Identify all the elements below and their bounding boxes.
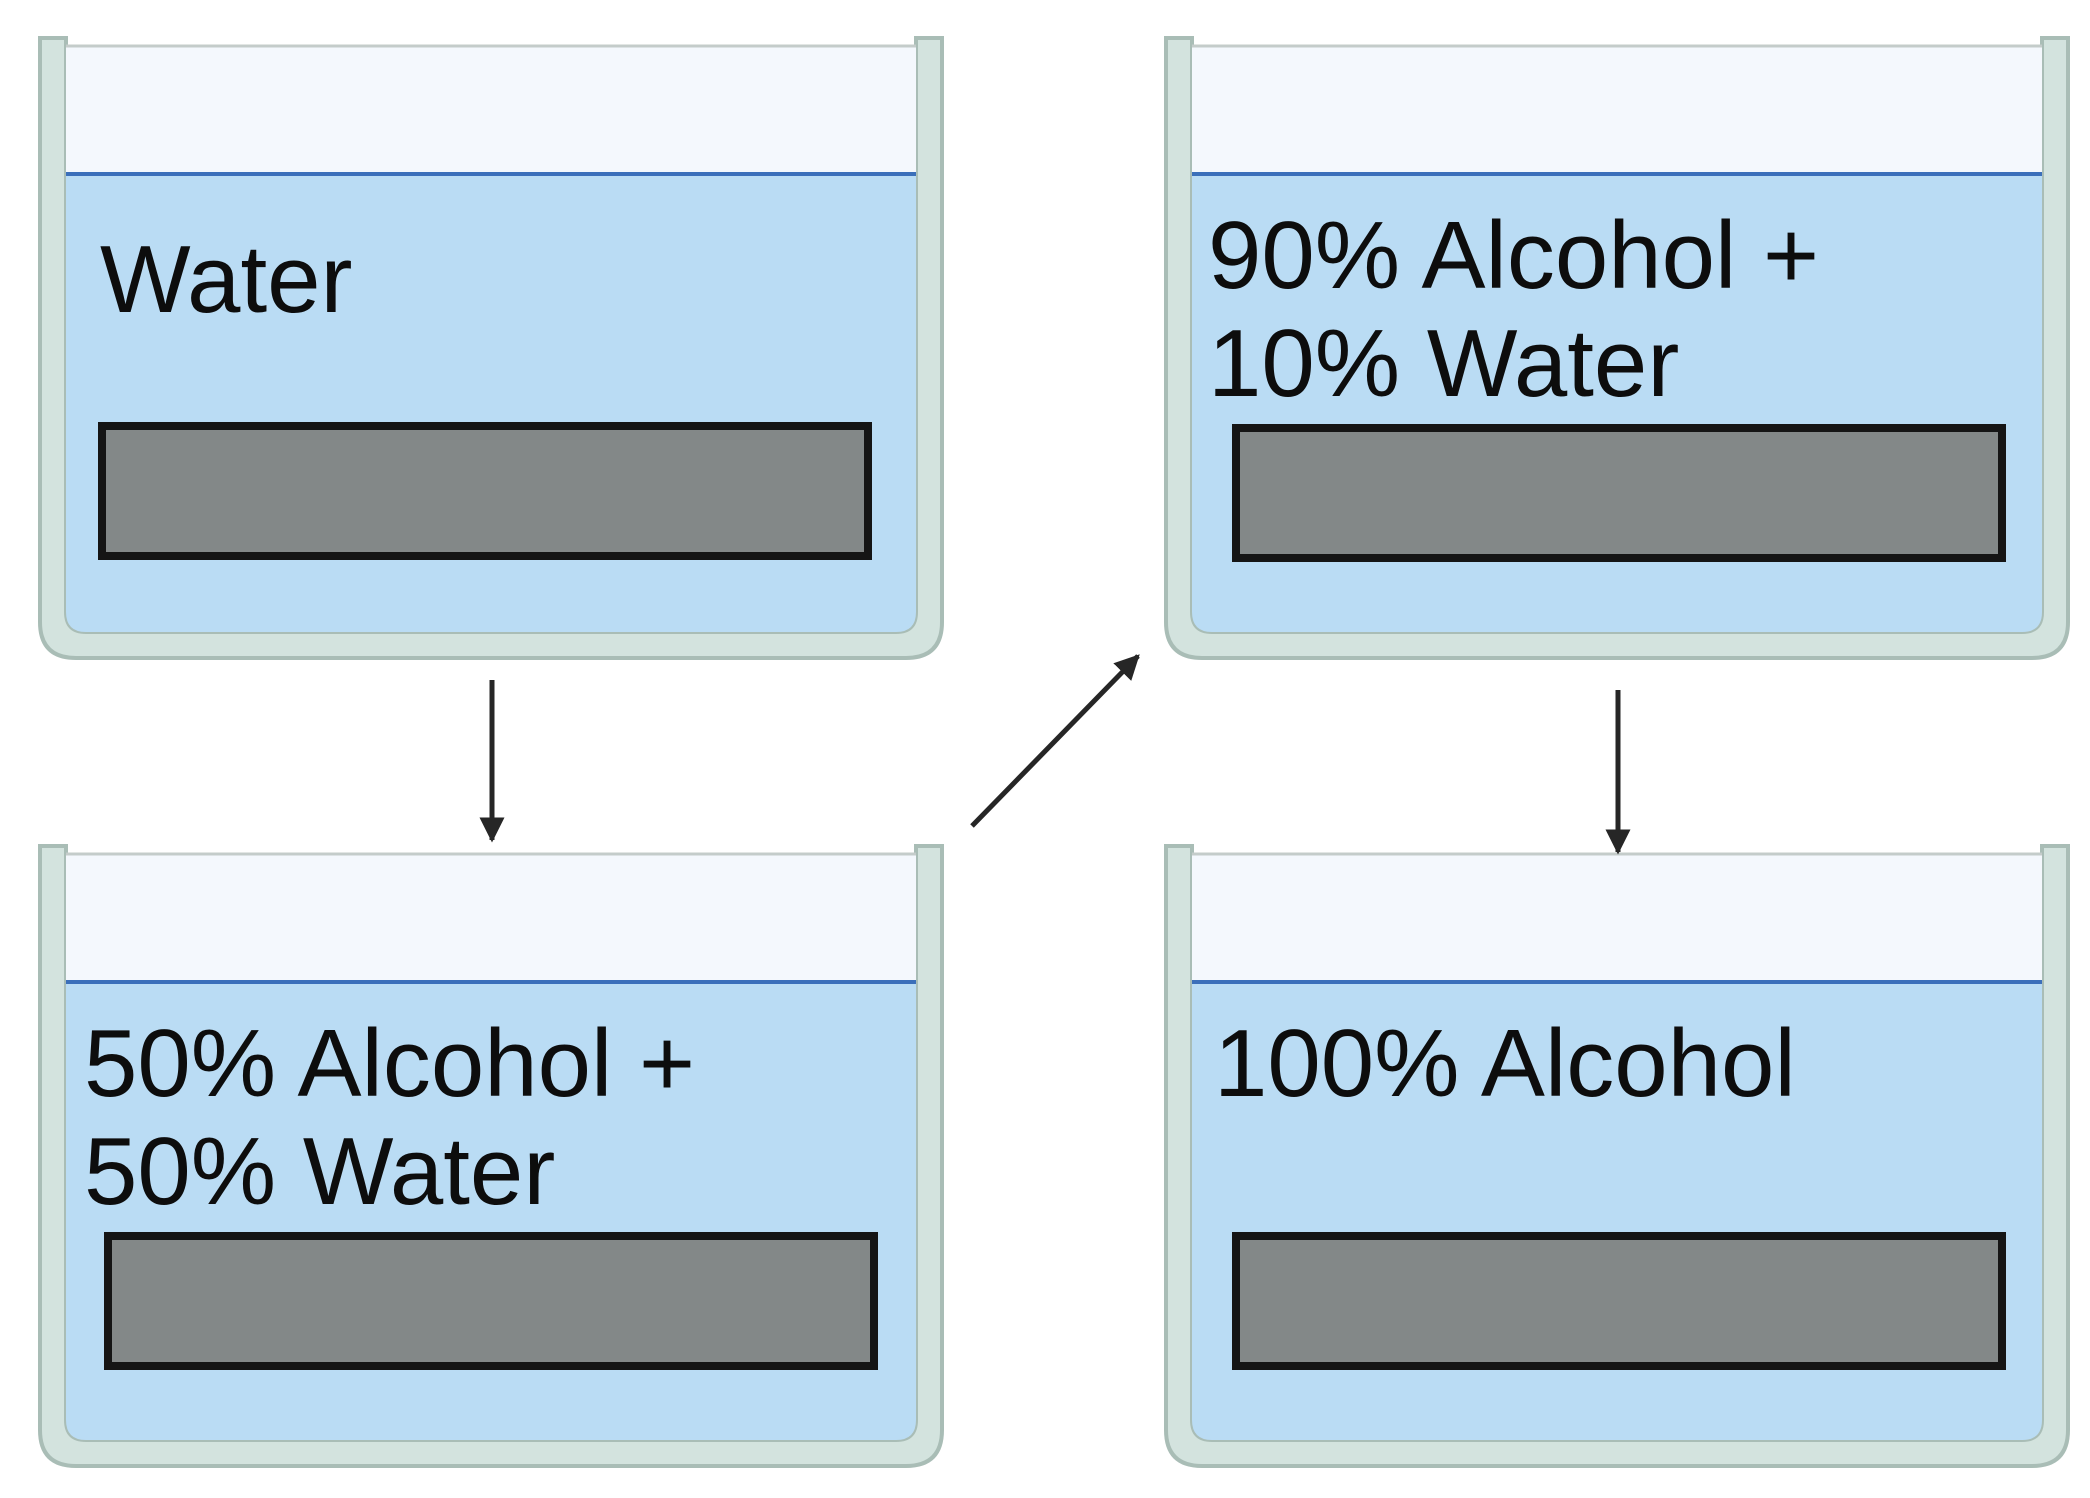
tissue-sample bbox=[1232, 1232, 2006, 1370]
beaker-alcohol-100: 100% Alcohol bbox=[1164, 844, 2070, 1468]
beaker-alcohol-50: 50% Alcohol + 50% Water bbox=[38, 844, 944, 1468]
beaker-label: 50% Alcohol + 50% Water bbox=[84, 1010, 722, 1225]
beaker-label: Water bbox=[100, 226, 352, 333]
label-line: 90% Alcohol + bbox=[1208, 202, 1819, 309]
arrow-50-to-90 bbox=[970, 654, 1140, 828]
label-line: 10% Water bbox=[1208, 310, 1679, 417]
air-region bbox=[1192, 46, 2042, 174]
air-region bbox=[1192, 854, 2042, 982]
air-region bbox=[66, 46, 916, 174]
label-line: 50% Alcohol + bbox=[84, 1010, 695, 1117]
label-line: 50% Water bbox=[84, 1118, 555, 1225]
label-line: Water bbox=[100, 226, 352, 333]
beaker-water: Water bbox=[38, 36, 944, 660]
tissue-sample bbox=[98, 422, 872, 560]
beaker-label: 90% Alcohol + 10% Water bbox=[1208, 202, 1846, 417]
beaker-label: 100% Alcohol bbox=[1214, 1010, 1796, 1117]
air-region bbox=[66, 854, 916, 982]
tissue-sample bbox=[1232, 424, 2006, 562]
label-line: 100% Alcohol bbox=[1214, 1010, 1796, 1117]
beaker-alcohol-90: 90% Alcohol + 10% Water bbox=[1164, 36, 2070, 660]
tissue-sample bbox=[104, 1232, 878, 1370]
